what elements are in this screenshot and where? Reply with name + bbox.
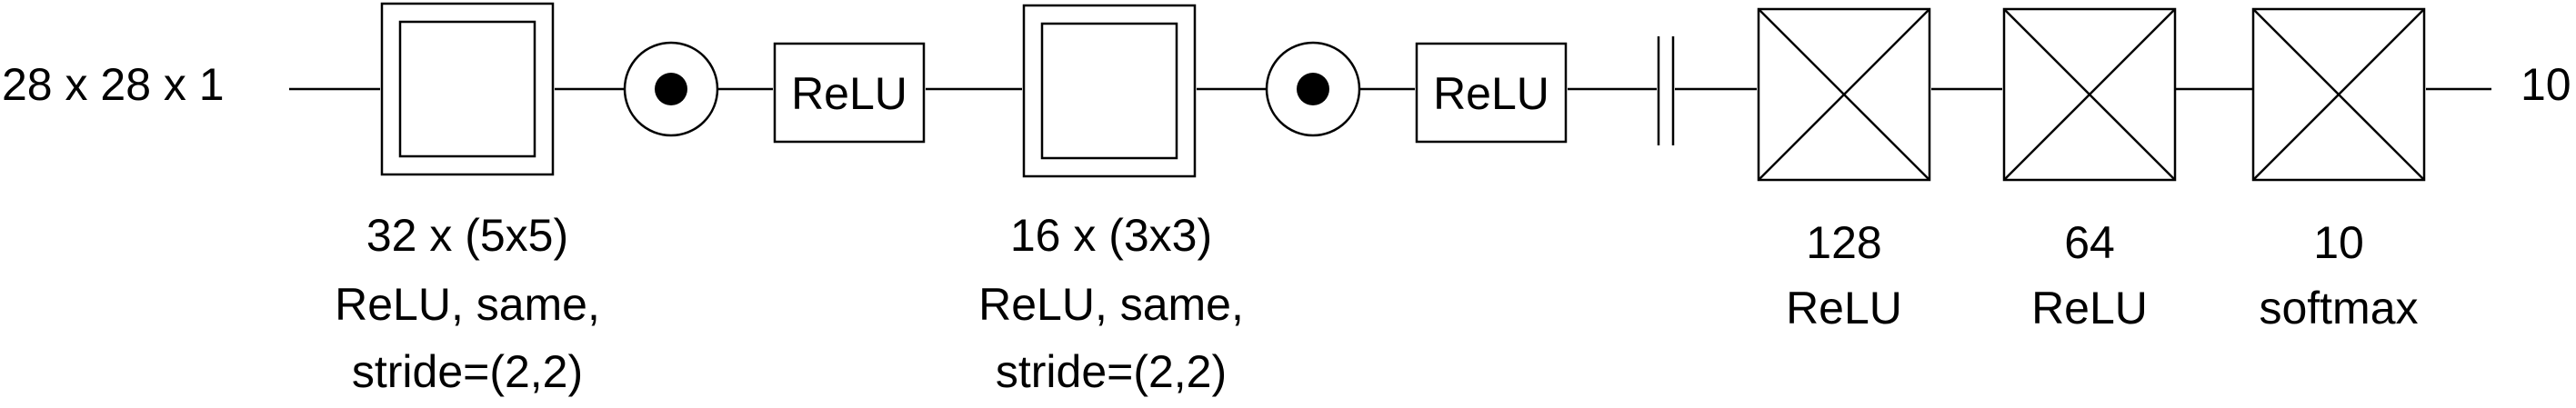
caption-line: stride=(2,2): [352, 346, 583, 397]
dense2-cross-b: [2003, 8, 2176, 181]
relu-label-2: ReLU: [1433, 68, 1549, 119]
input-label: 28 x 28 x 1: [2, 59, 225, 110]
multiply-dot: [655, 73, 687, 105]
conv-layer-2: [1022, 4, 1197, 178]
caption-line: ReLU, same,: [335, 279, 600, 330]
relu-box-1: [773, 42, 926, 144]
caption-line: ReLU: [2031, 283, 2148, 333]
caption-line: 64: [2064, 217, 2115, 268]
conv2-caption: 16 x (3x3) ReLU, same, stride=(2,2): [978, 210, 1244, 397]
multiply-dot: [1297, 73, 1329, 105]
dense2-caption: 64 ReLU: [2031, 217, 2148, 333]
dense-layer-2: [2002, 7, 2177, 182]
caption-line: ReLU, same,: [978, 279, 1244, 330]
dense1-cross-b: [1758, 8, 1930, 181]
relu-label-1: ReLU: [791, 68, 907, 119]
caption-line: 10: [2313, 217, 2364, 268]
caption-line: 32 x (5x5): [366, 210, 568, 261]
conv-layer-1: [380, 2, 555, 176]
caption-line: 128: [1806, 217, 1881, 268]
dense-layer-1: [1757, 7, 1931, 182]
relu-box-2: [1415, 42, 1568, 144]
caption-line: stride=(2,2): [996, 346, 1227, 397]
caption-line: ReLU: [1786, 283, 1902, 333]
caption-line: softmax: [2259, 283, 2418, 333]
conv2-inner-box: [1040, 22, 1178, 160]
dense-layer-3: [2251, 7, 2426, 182]
multiply-node-1: [623, 41, 719, 137]
dense1-caption: 128 ReLU: [1786, 217, 1902, 333]
caption-line: 16 x (3x3): [1010, 210, 1212, 261]
conv1-caption: 32 x (5x5) ReLU, same, stride=(2,2): [335, 210, 600, 397]
flatten-symbol: [1657, 36, 1675, 145]
conv1-inner-box: [398, 20, 536, 158]
output-label: 10: [2521, 59, 2571, 110]
multiply-node-2: [1265, 41, 1361, 137]
dense3-cross-b: [2252, 8, 2425, 181]
dense3-caption: 10 softmax: [2259, 217, 2418, 333]
